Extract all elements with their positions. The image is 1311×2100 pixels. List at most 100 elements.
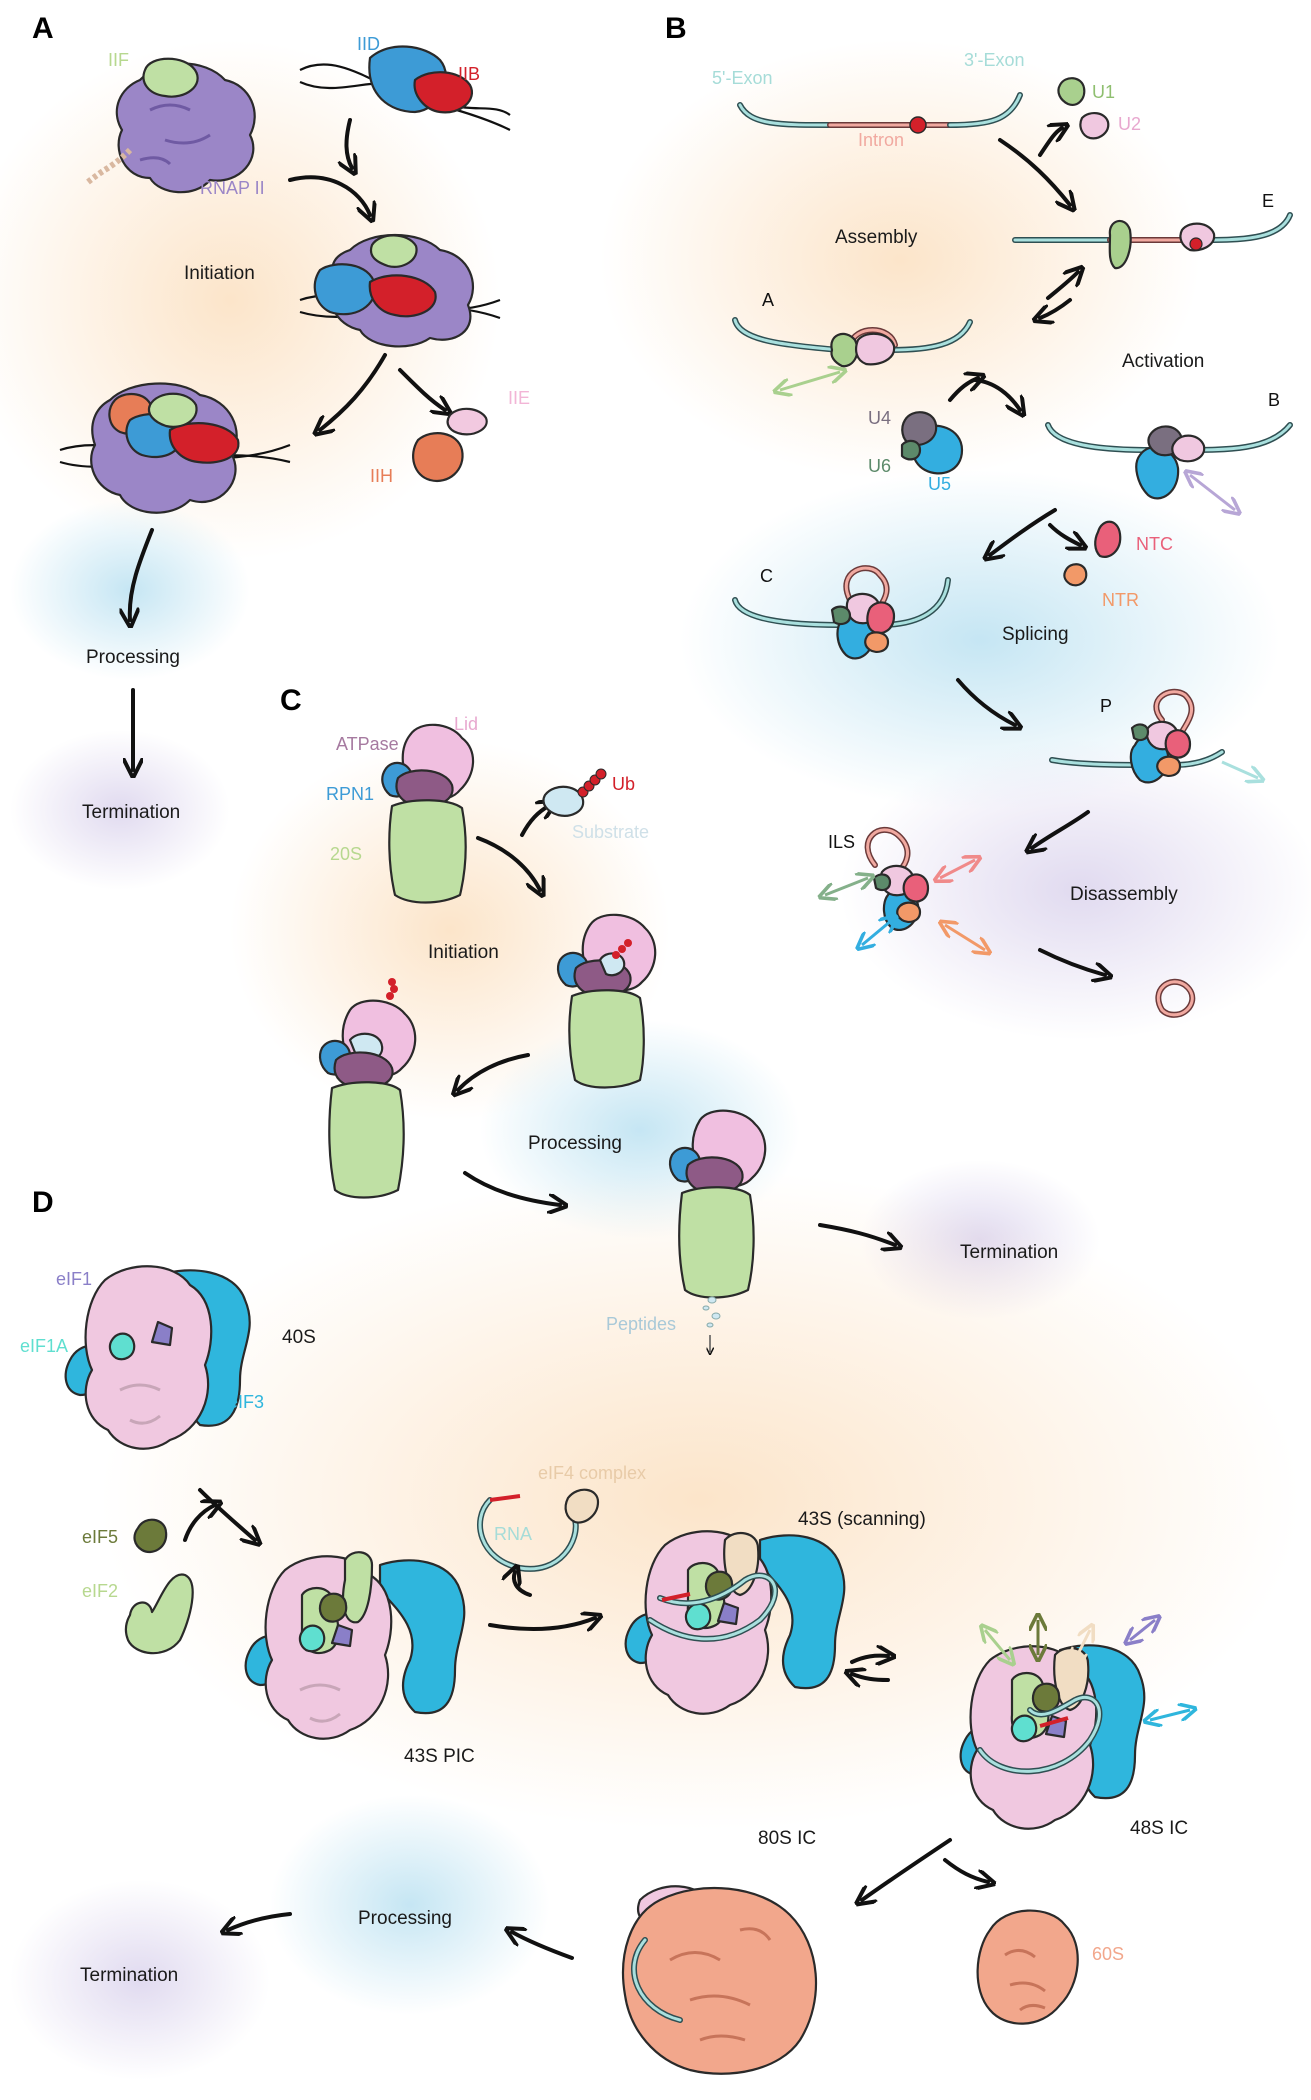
open-complex [59,382,291,514]
b-release-arrow [1190,475,1235,510]
substrate-shape [542,785,585,817]
stage-initiation-c: Initiation [428,942,499,963]
stage-splicing: Splicing [1002,624,1069,645]
factor-release-arrows [985,1620,1190,1720]
arrow-b-2 [1040,298,1072,318]
stage-disassembly: Disassembly [1070,884,1178,905]
iih-shape [412,432,464,483]
iie-label: IIE [508,388,530,408]
panel-c-letter: C [280,684,302,717]
arrow-a-3 [130,528,154,620]
substrate-label: Substrate [572,822,649,842]
arrow-c-4 [818,1223,895,1245]
stage-termination-c: Termination [960,1242,1058,1263]
complex-43s-pic [244,1551,466,1740]
arrow-b-6 [1032,810,1090,848]
arrow-b-3 [973,378,1020,410]
ntc-label: NTC [1136,534,1173,554]
s40-label: 40S [282,1327,316,1348]
ub-label: Ub [612,774,635,794]
eif1a-label: eIF1A [20,1336,68,1356]
arrow-a-2-side [398,368,445,410]
ntr-label: NTR [1102,590,1139,610]
iih-label: IIH [370,466,393,486]
u4-label: U4 [868,408,891,428]
s20-label: 20S [330,844,362,864]
stage-termination-d: Termination [80,1965,178,1986]
u6-release-arrow [825,878,868,895]
eif4-label: eIF4 complex [538,1463,646,1483]
eif2-shape [124,1573,194,1655]
arrow-b-4 [990,508,1057,555]
u5-release-arrow [862,920,892,945]
arrow-b-4-side [1048,523,1080,545]
arrow-d-3-rev [852,1674,890,1680]
preinitiation-complex [299,234,501,348]
rpn1-label: RPN1 [326,784,374,804]
scan43-label: 43S (scanning) [798,1509,926,1530]
arrow-d-4-side [943,1858,988,1882]
stage-assembly: Assembly [835,227,918,248]
arrow-c-3 [463,1171,560,1205]
exon5-label: 5'-Exon [712,68,772,88]
stage-processing-a: Processing [86,647,180,668]
mrna-release-arrow [1221,760,1258,778]
e-complex [1012,212,1293,270]
stage-processing-c: Processing [528,1133,622,1154]
arrow-d-6 [228,1912,292,1930]
s60-label: 60S [1092,1944,1124,1964]
arrow-d-1 [198,1488,255,1540]
arrow-a-1 [288,175,370,215]
complex-48s-ic [959,1644,1146,1830]
eif3-label: eIF3 [228,1392,264,1412]
u1-shape [1057,77,1086,106]
ntc-release-arrow [940,860,975,878]
arrow-d-1-side [183,1505,215,1542]
complex-43s-scanning [624,1530,846,1715]
stage-initiation-a: Initiation [184,263,255,284]
arrow-d-5 [512,1932,574,1960]
panel-b: B 5'-Exon 3'-Exon Intron U1 U2 Assembly … [665,12,1293,1018]
arrow-b-5 [956,678,1015,725]
iib-label: IIB [458,64,480,84]
eif1-label: eIF1 [56,1269,92,1289]
ic80-label: 80S IC [758,1828,816,1849]
eif5-shape [133,1518,168,1554]
ribosome-60s [976,1909,1079,2025]
complex-e-label: E [1262,191,1274,211]
c-complex [732,565,951,660]
atpase-label: ATPase [336,734,399,754]
exon3-label: 3'-Exon [964,50,1024,70]
arrow-b-2-rev [1046,272,1078,300]
a-complex [732,317,973,368]
pre-mrna [737,92,1023,134]
complex-c-label: C [760,566,773,586]
peptides-label: Peptides [606,1314,676,1334]
panel-a: A IIF RNAP II IID IIB Initiation [32,12,530,823]
u1-label: U1 [1092,82,1115,102]
arrow-b-1 [998,138,1070,205]
proteasome-4 [668,1109,767,1299]
u5-label: U5 [928,474,951,494]
u1-release-arrow [780,372,840,390]
arrow-c-2 [458,1053,530,1090]
arrow-c-1 [476,836,540,890]
panel-a-letter: A [32,12,54,45]
arrow-d-4 [862,1838,952,1900]
panel-c: C Lid ATPase RPN1 20S Ub Substrate Initi… [280,684,1058,1352]
intron-label: Intron [858,130,904,150]
b-complex [1045,422,1293,500]
rnap-ii-complex-1 [86,57,256,194]
proteasome-2 [556,913,657,1089]
proteasome-1 [381,723,475,904]
ic48-label: 48S IC [1130,1818,1188,1839]
ribosome-40s [64,1265,251,1450]
lid-label: Lid [454,714,478,734]
ntr-shape [1063,563,1088,587]
arrow-d-2-side [514,1572,532,1597]
u2-label: U2 [1118,114,1141,134]
pic43-label: 43S PIC [404,1746,475,1767]
stage-processing-d: Processing [358,1908,452,1929]
complex-ils-label: ILS [828,832,855,852]
